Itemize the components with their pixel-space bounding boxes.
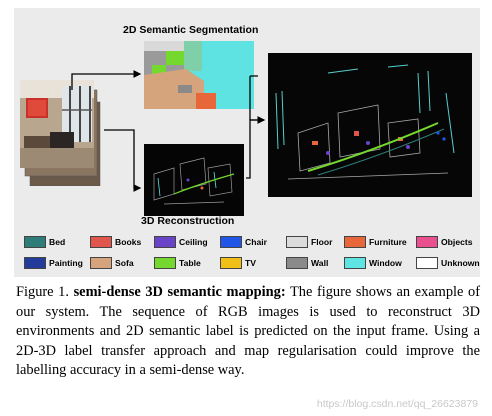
legend-label: TV <box>245 258 256 268</box>
legend-label: Unknown <box>441 258 480 268</box>
legend-swatch <box>154 236 176 248</box>
legend-label: Painting <box>49 258 83 268</box>
legend-swatch <box>90 257 112 269</box>
reconstruction-title: 3D Reconstruction <box>141 215 235 227</box>
flow-arrows <box>71 70 266 192</box>
legend-swatch <box>90 236 112 248</box>
legend-label: Table <box>179 258 201 268</box>
legend-label: Bed <box>49 237 66 247</box>
legend-swatch <box>220 236 242 248</box>
legend-label: Furniture <box>369 237 407 247</box>
legend-swatch <box>344 257 366 269</box>
legend-swatch <box>154 257 176 269</box>
legend-swatch <box>416 236 438 248</box>
segmentation-image <box>144 41 254 109</box>
legend-swatch <box>416 257 438 269</box>
caption-prefix: Figure 1. <box>16 284 74 300</box>
legend-label: Window <box>369 258 402 268</box>
legend-item: Window <box>344 257 402 269</box>
legend-item: Objects <box>416 236 473 248</box>
segmentation-title: 2D Semantic Segmentation <box>123 24 259 36</box>
legend-swatch <box>24 236 46 248</box>
rgb-image-stack <box>20 80 101 186</box>
legend: Bed Books Ceiling Chair Floor Furniture Object… <box>24 236 480 274</box>
legend-swatch <box>344 236 366 248</box>
semantic-map-image <box>268 53 472 197</box>
legend-item: Sofa <box>90 257 134 269</box>
legend-item: Bed <box>24 236 65 248</box>
legend-item: Chair <box>220 236 267 248</box>
legend-item: Unknown <box>416 257 480 269</box>
legend-item: Table <box>154 257 201 269</box>
legend-label: Wall <box>311 258 329 268</box>
legend-label: Chair <box>245 237 267 247</box>
legend-label: Floor <box>311 237 333 247</box>
legend-item: Wall <box>286 257 328 269</box>
figure-panel: 2D Semantic Segmentation 3D Reconstructi… <box>14 8 480 277</box>
legend-label: Objects <box>441 237 473 247</box>
caption-bold: semi-dense 3D semantic mapping: <box>73 284 286 300</box>
legend-swatch <box>286 236 308 248</box>
legend-label: Ceiling <box>179 237 208 247</box>
legend-label: Sofa <box>115 258 134 268</box>
legend-swatch <box>24 257 46 269</box>
legend-item: Furniture <box>344 236 407 248</box>
legend-label: Books <box>115 237 142 247</box>
watermark: https://blog.csdn.net/qq_26623879 <box>316 398 478 410</box>
legend-item: Painting <box>24 257 83 269</box>
legend-item: Ceiling <box>154 236 208 248</box>
figure-caption: Figure 1. semi-dense 3D semantic mapping… <box>16 283 480 381</box>
legend-item: Floor <box>286 236 332 248</box>
caption-body: The figure shows an example of our syste… <box>16 284 481 379</box>
legend-swatch <box>220 257 242 269</box>
legend-item: Books <box>90 236 141 248</box>
legend-swatch <box>286 257 308 269</box>
legend-item: TV <box>220 257 256 269</box>
reconstruction-image <box>144 144 244 216</box>
